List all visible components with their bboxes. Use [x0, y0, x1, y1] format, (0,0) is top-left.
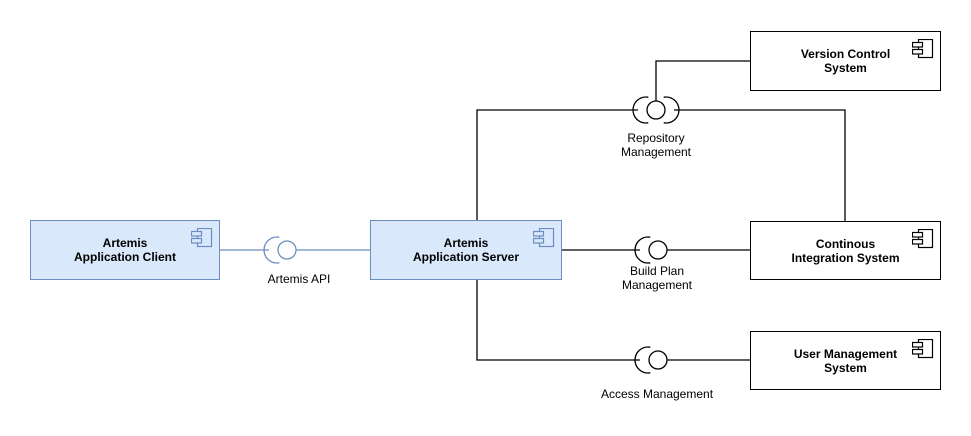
provided-interface-ball-icon [648, 240, 668, 260]
connector-line [674, 109, 846, 221]
connector-access-management [476, 280, 750, 374]
uml-component-icon [533, 228, 555, 248]
interface-label-repository-management: Repository Management [620, 131, 692, 159]
required-interface-socket-icon [634, 346, 651, 374]
interface-label-build-plan-management: Build Plan Management [621, 264, 693, 292]
required-interface-socket-icon [632, 96, 649, 124]
connector-line [476, 280, 640, 361]
component-label: User Management System [793, 346, 898, 375]
component-version-control-system: Version Control System [750, 31, 941, 91]
component-user-management-system: User Management System [750, 331, 941, 390]
uml-component-icon [912, 339, 934, 359]
interface-label-artemis-api: Artemis API [267, 272, 331, 286]
component-continous-integration-system: Continous Integration System [750, 221, 941, 280]
required-interface-socket-icon [663, 96, 680, 124]
connector-repository-management [476, 60, 846, 221]
connector-build-plan-management [562, 236, 750, 264]
required-interface-socket-icon [263, 236, 280, 264]
component-artemis-application-client: Artemis Application Client [30, 220, 220, 280]
component-label: Continous Integration System [791, 236, 900, 265]
component-artemis-application-server: Artemis Application Server [370, 220, 562, 280]
uml-component-icon [912, 229, 934, 249]
uml-component-icon [912, 39, 934, 59]
uml-component-icon [191, 228, 213, 248]
connector-line [476, 109, 638, 220]
provided-interface-ball-icon [277, 240, 297, 260]
component-label: Artemis Application Client [74, 236, 176, 264]
provided-interface-ball-icon [648, 350, 668, 370]
required-interface-socket-icon [634, 236, 651, 264]
interface-label-access-management: Access Management [600, 387, 714, 401]
provided-interface-ball-icon [646, 100, 666, 120]
component-label: Artemis Application Server [412, 236, 520, 264]
component-label: Version Control System [800, 47, 891, 75]
connector-line [655, 60, 750, 101]
connector-client-server [220, 236, 370, 264]
